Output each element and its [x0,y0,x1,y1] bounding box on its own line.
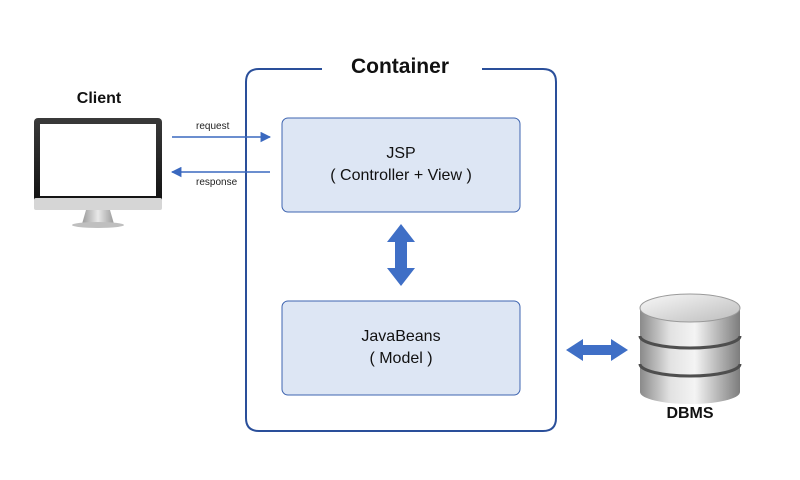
request-label: request [196,121,230,132]
javabeans-dbms-double-arrow [566,339,628,361]
database-icon [638,293,742,404]
javabeans-subtitle: ( Model ) [369,350,433,367]
jsp-subtitle: ( Controller + View ) [330,167,472,184]
javabeans-box-text: JavaBeans ( Model ) [282,326,520,370]
jsp-box-text: JSP ( Controller + View ) [282,143,520,187]
jsp-box [281,117,521,213]
response-label: response [196,177,238,188]
javabeans-box [281,300,521,396]
client-label: Client [76,90,122,107]
dbms-label: DBMS [666,405,714,422]
jsp-title: JSP [386,145,416,162]
container-border [245,68,557,432]
container-title: Container [330,55,470,79]
client-monitor-icon [34,118,162,228]
jsp-javabeans-double-arrow [387,224,415,286]
javabeans-title: JavaBeans [361,328,441,345]
